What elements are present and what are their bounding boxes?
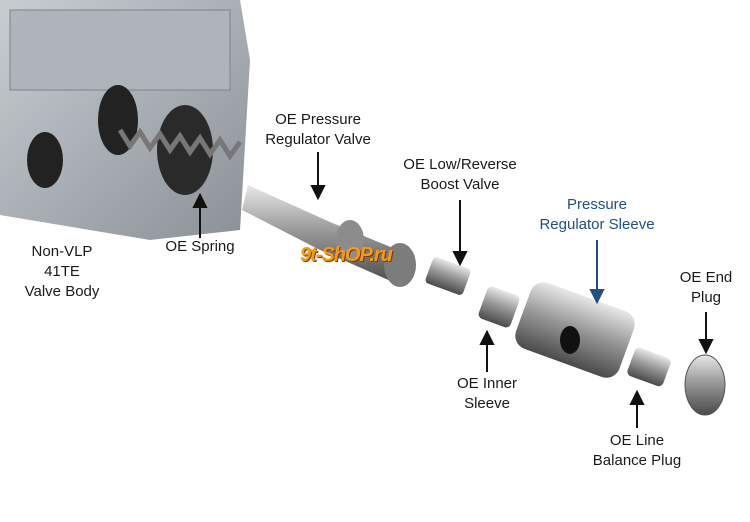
valve-body	[0, 0, 250, 240]
arrows	[192, 152, 714, 428]
label-inner-sleeve: OE Inner Sleeve	[457, 374, 517, 414]
line-balance-plug	[627, 347, 671, 387]
label-valve-body: Non-VLP 41TE Valve Body	[25, 242, 100, 302]
label-spring: OE Spring	[165, 237, 234, 257]
label-line: Plug	[690, 289, 722, 306]
pressure-regulator-sleeve	[515, 282, 635, 378]
label-line: OE Pressure	[275, 111, 361, 128]
label-line: Balance Plug	[592, 452, 682, 469]
label-boost-valve: OE Low/Reverse Boost Valve	[403, 155, 516, 195]
label-line: Sleeve	[464, 395, 510, 412]
label-line: Valve Body	[24, 283, 100, 300]
inner-sleeve	[478, 286, 520, 328]
pressure-regulator-valve	[242, 185, 416, 287]
label-line-balance-plug: OE Line Balance Plug	[593, 431, 681, 471]
label-line: Regulator Valve	[265, 131, 371, 148]
spring	[117, 127, 243, 161]
label-line: OE Inner	[456, 375, 518, 392]
label-end-plug: OE End Plug	[680, 268, 733, 308]
watermark-logo: 9t-ShOP.ru	[300, 244, 393, 266]
label-line: Boost Valve	[420, 176, 500, 193]
boost-valve	[425, 257, 471, 295]
label-line: OE End	[679, 269, 733, 286]
label-line: OE Low/Reverse	[403, 156, 517, 173]
label-line: Non-VLP	[31, 243, 93, 260]
label-pressure-regulator-sleeve: Pressure Regulator Sleeve	[539, 195, 654, 235]
end-plug	[684, 354, 726, 416]
label-line: Regulator Sleeve	[539, 216, 655, 233]
label-line: OE Spring	[165, 238, 235, 255]
label-pressure-regulator-valve: OE Pressure Regulator Valve	[265, 110, 371, 150]
label-line: 41TE	[44, 263, 80, 280]
label-line: Pressure	[566, 196, 628, 213]
label-line: OE Line	[609, 432, 665, 449]
